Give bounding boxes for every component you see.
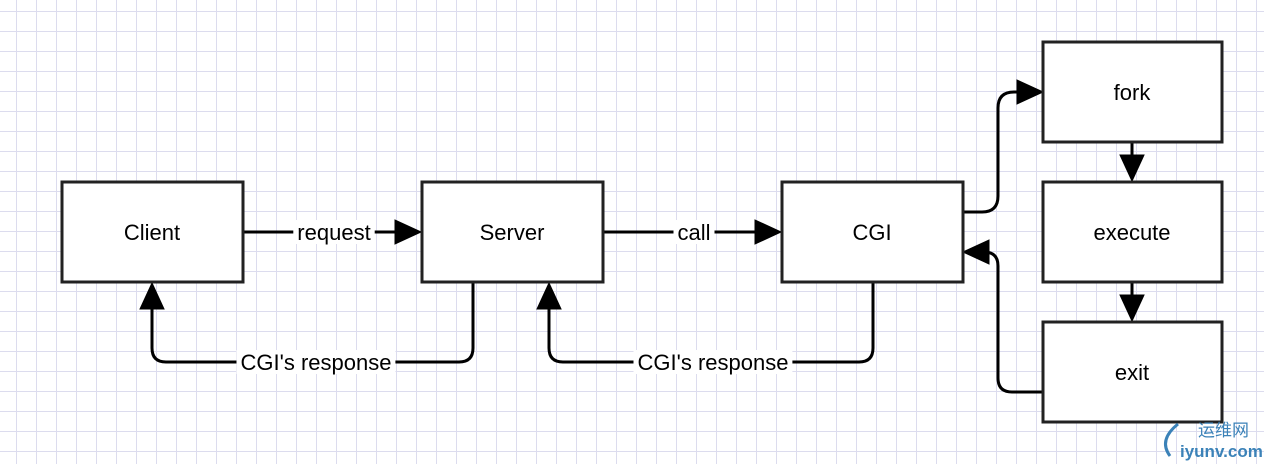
- edge-response-server-to-client-label-bg: [236, 350, 396, 374]
- edge-execute-to-exit: [1119, 282, 1145, 323]
- edge-exit-to-cgi-arrowhead: [961, 239, 990, 265]
- node-client: Client: [60, 180, 245, 284]
- node-client-label: Client: [124, 220, 180, 245]
- edge-response-cgi-to-server-label: CGI's response: [638, 350, 789, 375]
- node-exit: exit: [1041, 320, 1224, 424]
- edge-call-label-bg: [673, 220, 715, 244]
- node-server-label: Server: [480, 220, 545, 245]
- edge-cgi-to-fork-line: [963, 90, 1018, 214]
- edge-call-label: call: [677, 220, 710, 245]
- edge-cgi-to-fork-arrowhead: [1016, 79, 1045, 105]
- node-fork: fork: [1041, 40, 1224, 144]
- node-exit-label: exit: [1115, 360, 1149, 385]
- edge-call-arrowhead: [754, 219, 783, 245]
- watermark-swoosh-icon: [1164, 422, 1179, 457]
- node-fork-box: [1041, 40, 1224, 144]
- edge-response-cgi-to-server-arrowhead: [536, 281, 562, 310]
- node-execute-box: [1041, 180, 1224, 284]
- node-exit-box: [1041, 320, 1224, 424]
- node-server-box: [420, 180, 605, 284]
- edge-response-server-to-client-label: CGI's response: [241, 350, 392, 375]
- node-fork-label: fork: [1114, 80, 1152, 105]
- edge-execute-to-exit-arrowhead: [1119, 294, 1145, 323]
- node-execute: execute: [1041, 180, 1224, 284]
- edge-request-arrowhead: [394, 219, 423, 245]
- edge-request-label-bg: [293, 220, 375, 244]
- edge-request: request: [243, 219, 423, 245]
- edge-request-label: request: [297, 220, 370, 245]
- edge-call: call: [603, 219, 783, 245]
- watermark: 运维网 iyunv.com: [1164, 421, 1263, 461]
- edge-exit-to-cgi: [961, 239, 1043, 394]
- node-cgi-label: CGI: [852, 220, 891, 245]
- node-cgi: CGI: [780, 180, 965, 284]
- edge-response-server-to-client: CGI's response: [139, 281, 475, 375]
- edge-fork-to-execute-arrowhead: [1119, 154, 1145, 183]
- edge-exit-to-cgi-line: [983, 250, 1043, 394]
- watermark-brand-cn: 运维网: [1198, 421, 1249, 440]
- edge-response-cgi-to-server-label-bg: [633, 350, 793, 374]
- edge-response-cgi-to-server: CGI's response: [536, 281, 875, 375]
- edge-fork-to-execute: [1119, 142, 1145, 183]
- node-cgi-box: [780, 180, 965, 284]
- node-client-box: [60, 180, 245, 284]
- node-server: Server: [420, 180, 605, 284]
- node-execute-label: execute: [1093, 220, 1170, 245]
- watermark-domain: iyunv.com: [1180, 442, 1263, 461]
- edge-response-server-to-client-arrowhead: [139, 281, 165, 310]
- edge-cgi-to-fork: [963, 79, 1045, 214]
